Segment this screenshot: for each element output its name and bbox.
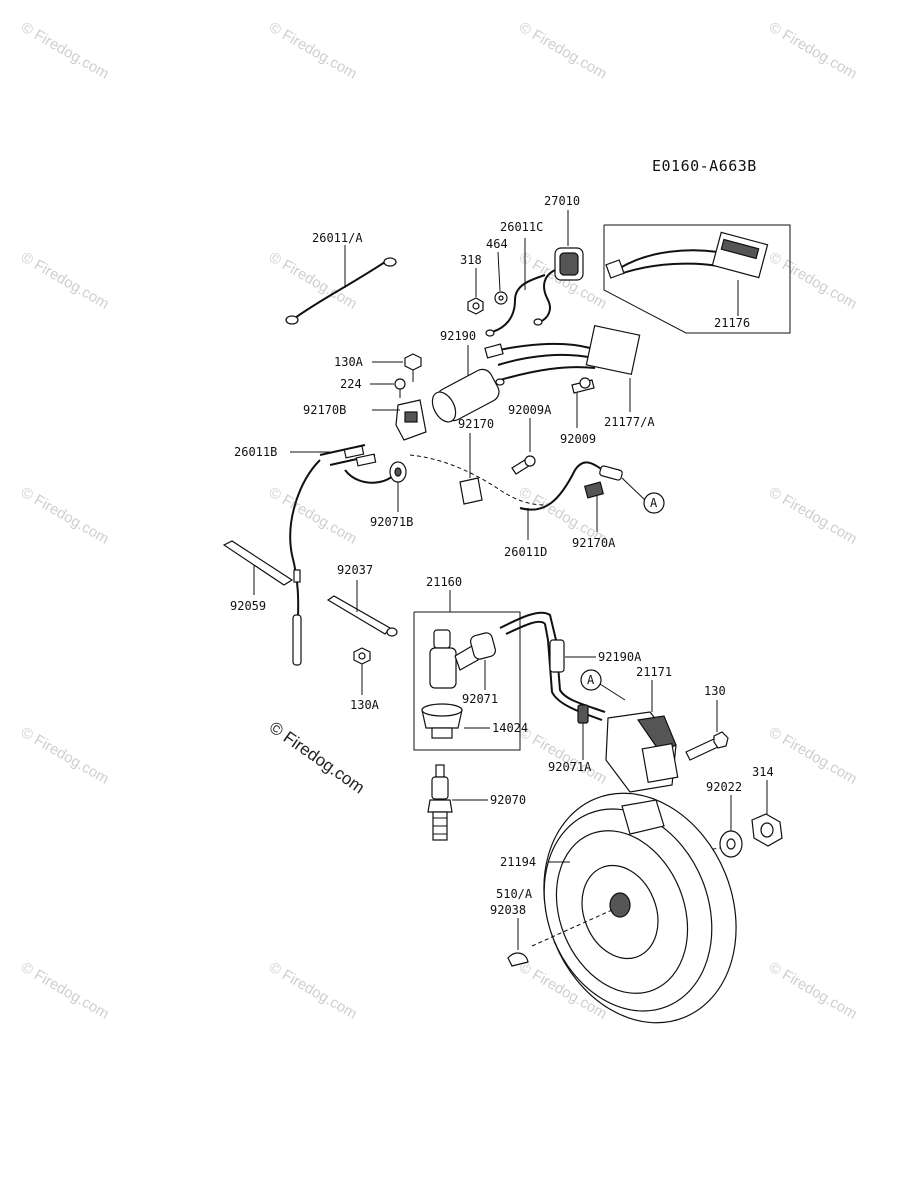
part-label: 130A: [334, 355, 364, 369]
part-label: 92038: [490, 903, 526, 917]
clamp-92071a: [577, 704, 589, 760]
watermark: © Firedog.com: [516, 724, 610, 788]
watermark: © Firedog.com: [266, 19, 360, 83]
ignition-module-21176: [603, 224, 791, 334]
part-label: 21176: [714, 316, 750, 330]
watermark: © Firedog.com: [18, 724, 112, 788]
cover-92190: [431, 345, 500, 423]
watermark: © Firedog.com: [18, 249, 112, 313]
part-label: 27010: [544, 194, 580, 208]
callout-a-lower: A: [580, 669, 626, 701]
key-510a: [507, 909, 613, 967]
ht-lead-92190a: [499, 611, 606, 721]
part-label: 314: [752, 765, 774, 779]
bolt-92009a: [511, 418, 536, 475]
watermark: © Firedog.com: [766, 724, 860, 788]
part-label: 92070: [490, 793, 526, 807]
part-label: 92009A: [508, 403, 552, 417]
watermark: © Firedog.com: [516, 19, 610, 83]
part-label: 92022: [706, 780, 742, 794]
bolt-130a-top: [372, 353, 422, 382]
bolt-92009: [571, 377, 595, 428]
callout-letter: A: [587, 673, 595, 687]
watermark: © Firedog.com: [18, 19, 112, 83]
washer-464: [494, 251, 508, 305]
spark-cap-21160: [413, 590, 521, 751]
watermark: © Firedog.com: [766, 249, 860, 313]
callout-letter: A: [650, 496, 658, 510]
part-label: 92071A: [548, 760, 592, 774]
part-label: 130: [704, 684, 726, 698]
part-label: 92170A: [572, 536, 616, 550]
part-label: 92190: [440, 329, 476, 343]
nut-318: [467, 268, 484, 315]
screw-224: [370, 378, 406, 398]
spark-plug-92070: [427, 764, 488, 841]
part-label: 26011B: [234, 445, 277, 459]
part-label: 92059: [230, 599, 266, 613]
watermark: © Firedog.com: [266, 484, 360, 548]
part-label: 92170B: [303, 403, 346, 417]
part-label: 92037: [337, 563, 373, 577]
watermark: © Firedog.com: [766, 959, 860, 1023]
part-label: 26011C: [500, 220, 543, 234]
part-label: 21194: [500, 855, 536, 869]
part-label: 92071: [462, 692, 498, 706]
nut-314: [751, 780, 783, 847]
part-label: 21160: [426, 575, 462, 589]
part-label: 92009: [560, 432, 596, 446]
callout-a-upper: A: [643, 492, 665, 514]
watermark: © Firedog.com: [266, 249, 360, 313]
part-label: 26011/A: [312, 231, 363, 245]
part-label: 92190A: [598, 650, 642, 664]
flywheel-21194: [543, 792, 737, 1024]
part-label: 26011D: [504, 545, 547, 559]
diagram-code: E0160-A663B: [652, 157, 757, 175]
bracket-92170: [409, 433, 546, 506]
part-label: 224: [340, 377, 362, 391]
bolt-130a-bottom: [353, 647, 371, 695]
watermark: © Firedog.com: [18, 484, 112, 548]
rod-92059: [222, 540, 294, 595]
watermark: © Firedog.com: [766, 19, 860, 83]
wire-26011d: [519, 461, 646, 540]
watermark: © Firedog.com: [266, 959, 360, 1023]
part-label: 130A: [350, 698, 380, 712]
part-label: 464: [486, 237, 508, 251]
watermark: © Firedog.com: [766, 484, 860, 548]
bolt-130: [685, 700, 729, 761]
part-label: 21171: [636, 665, 672, 679]
switch-27010: [533, 210, 584, 326]
part-label: 510/A: [496, 887, 533, 901]
coil-21171: [605, 680, 679, 793]
bracket-92170b: [372, 399, 427, 441]
part-label: 92071B: [370, 515, 413, 529]
module-21177a: [484, 324, 641, 412]
part-label: 92170: [458, 417, 494, 431]
part-label: 318: [460, 253, 482, 267]
part-label: 21177/A: [604, 415, 655, 429]
rod-92037: [326, 580, 398, 637]
watermark: © Firedog.com: [18, 959, 112, 1023]
lead-down: [289, 459, 321, 666]
ground-wire-26011a: [285, 245, 397, 325]
part-label: 14024: [492, 721, 528, 735]
clip-92170a: [583, 481, 605, 532]
lead-26011b: [290, 444, 401, 484]
wire-26011c: [485, 238, 546, 337]
grommet-92071b: [389, 461, 407, 512]
brand-watermark: © Firedog.com: [266, 718, 368, 798]
